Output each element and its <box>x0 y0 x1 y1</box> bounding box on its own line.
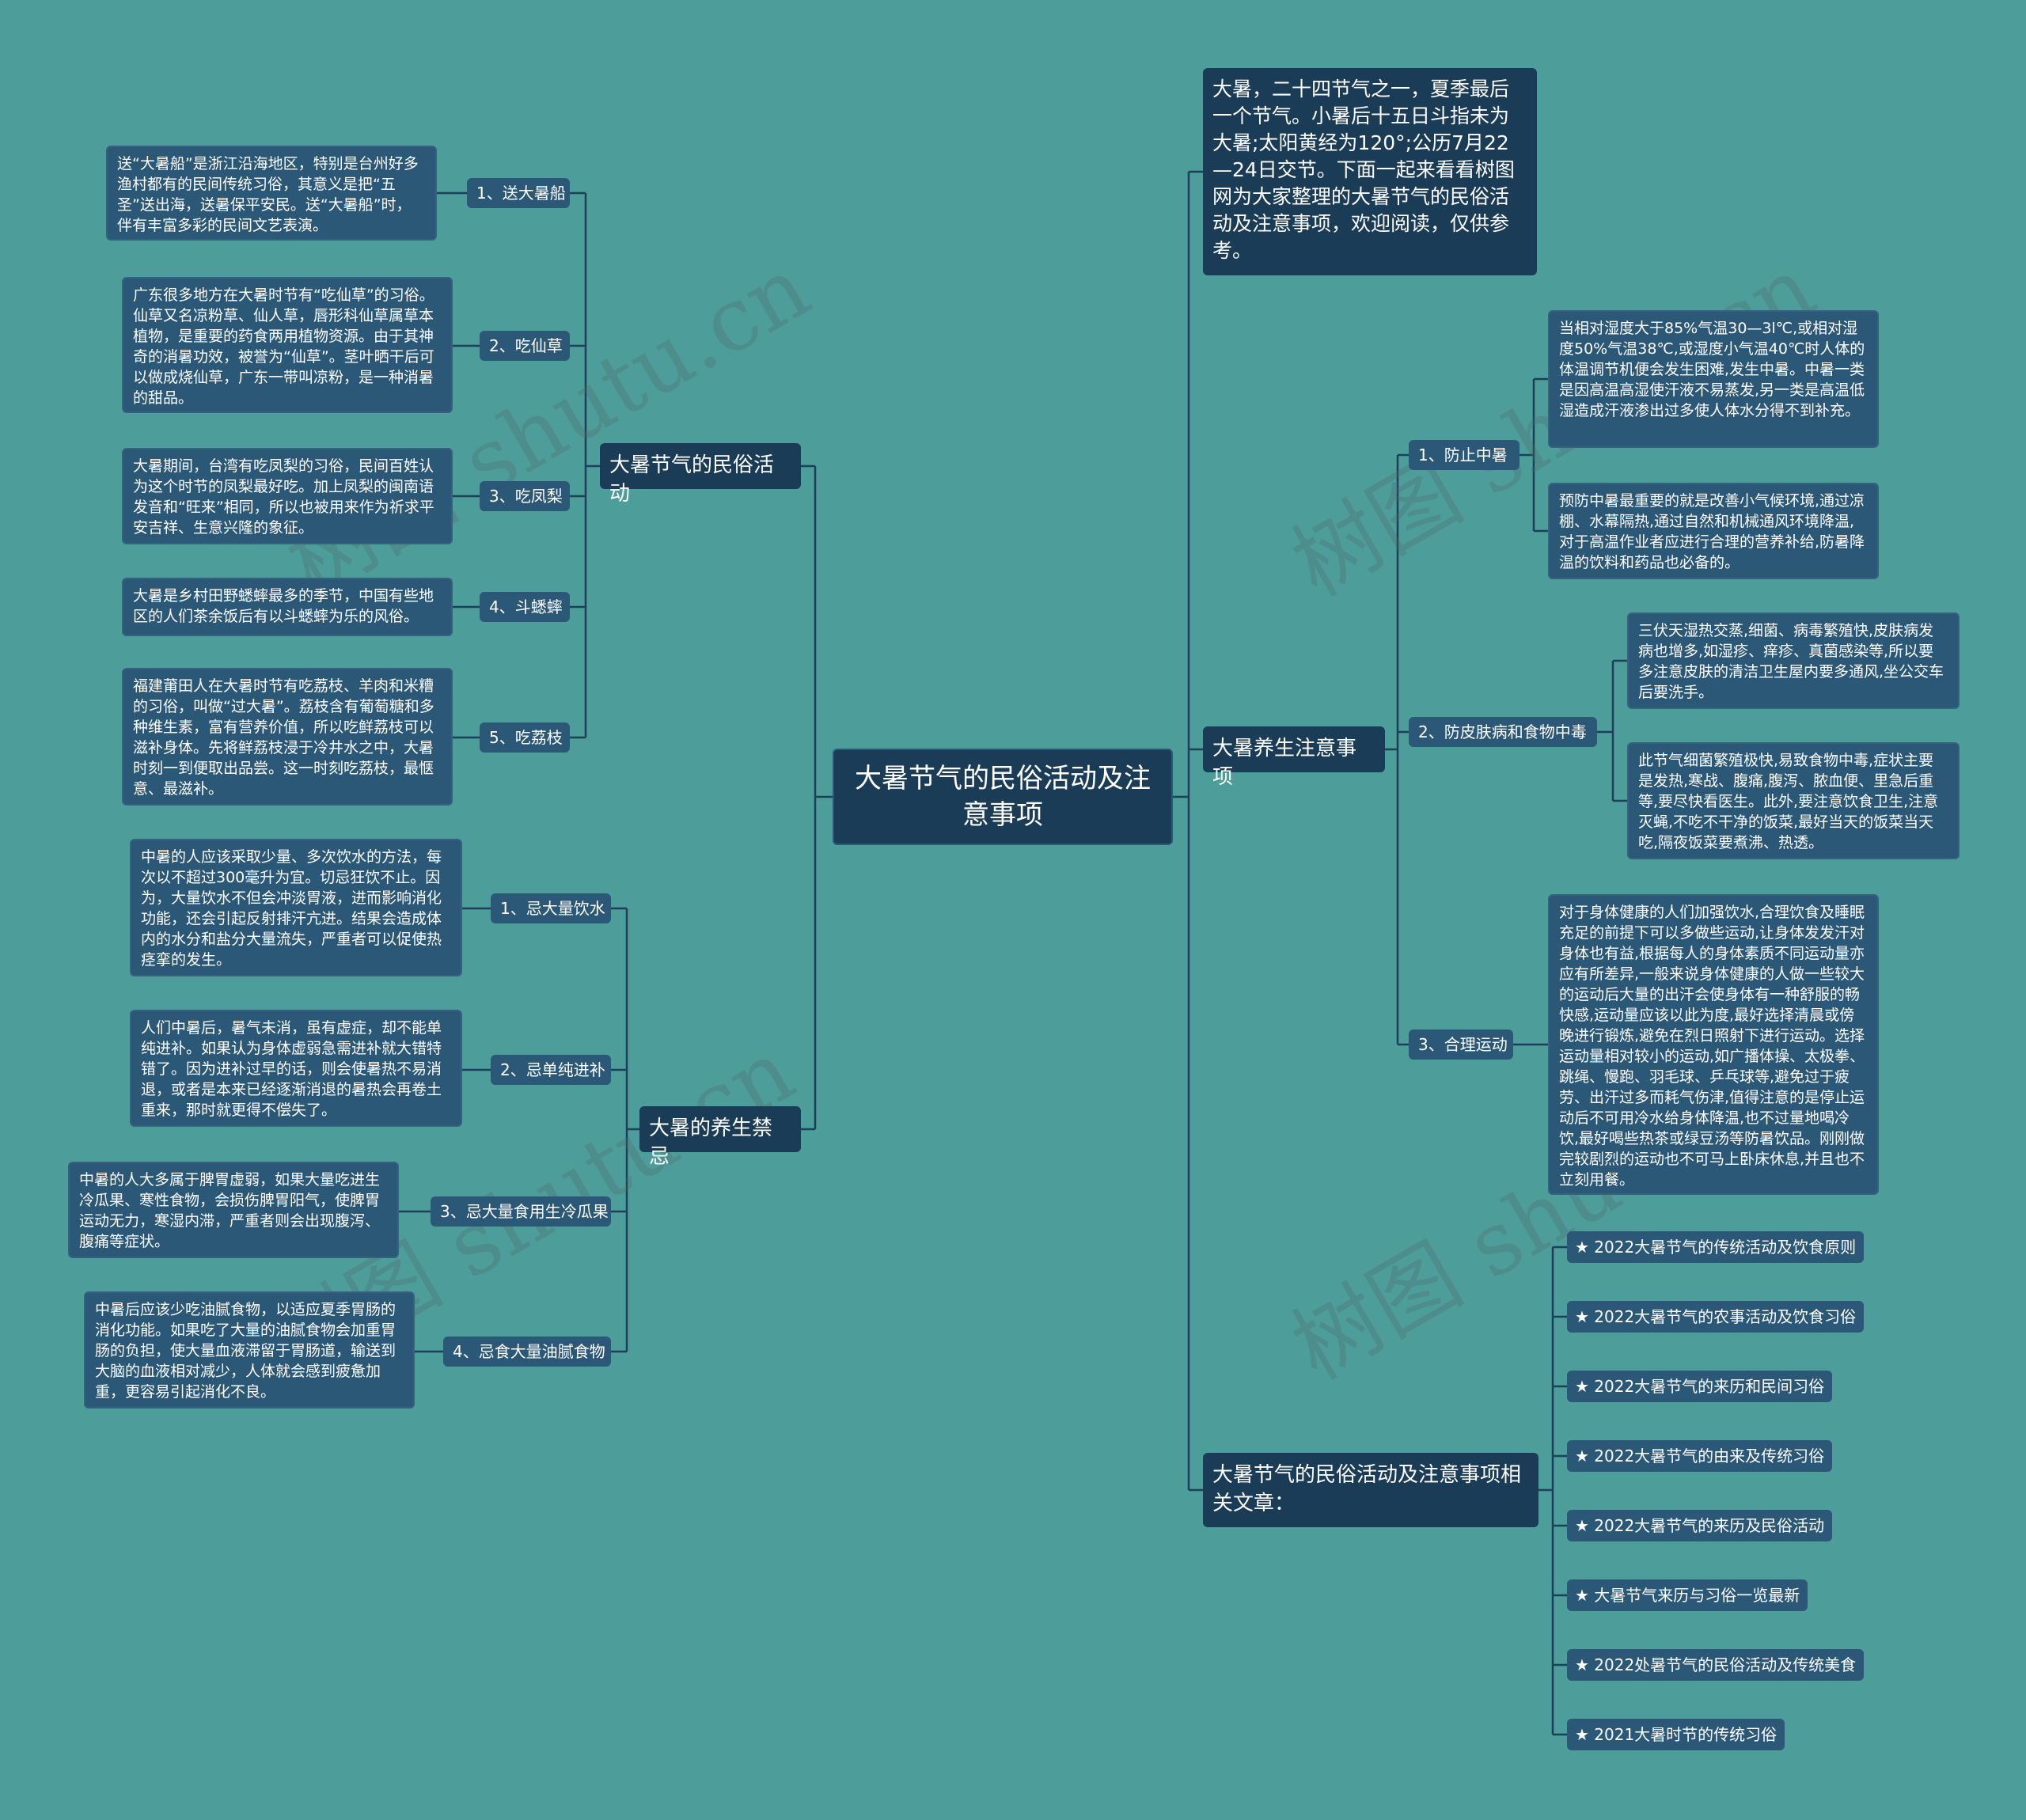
health-item-label[interactable]: 3、合理运动 <box>1409 1029 1513 1060</box>
custom-item-detail: 大暑是乡村田野蟋蟀最多的季节，中国有些地区的人们茶余饭后有以斗蟋蟀为乐的风俗。 <box>122 578 453 636</box>
custom-item-detail: 广东很多地方在大暑时节有“吃仙草”的习俗。仙草又名凉粉草、仙人草，唇形科仙草属草… <box>122 277 453 413</box>
health-item-label[interactable]: 2、防皮肤病和食物中毒 <box>1409 717 1597 747</box>
related-article-link[interactable]: ★ 2022大暑节气的传统活动及饮食原则 <box>1567 1231 1865 1263</box>
custom-item-label[interactable]: 2、吃仙草 <box>480 331 570 361</box>
taboo-item-detail: 中暑后应该少吃油腻食物，以适应夏季胃肠的消化功能。如果吃了大量的油腻食物会加重胃… <box>84 1291 415 1409</box>
branch-customs[interactable]: 大暑节气的民俗活动 <box>600 443 801 506</box>
custom-item-detail: 送“大暑船”是浙江沿海地区，特别是台州好多渔村都有的民间传统习俗，其意义是把“五… <box>106 146 437 241</box>
root-node[interactable]: 大暑节气的民俗活动及注意事项 <box>833 749 1173 845</box>
branch-related-articles[interactable]: 大暑节气的民俗活动及注意事项相关文章： <box>1203 1453 1538 1527</box>
health-item-detail: 当相对湿度大于85%气温30—3l℃,或相对湿度50%气温38℃,或湿度小气温4… <box>1548 310 1879 448</box>
health-item-detail: 预防中暑最重要的就是改善小气候环境,通过凉棚、水幕隔热,通过自然和机械通风环境降… <box>1548 483 1879 579</box>
taboo-item-detail: 中暑的人大多属于脾胃虚弱，如果大量吃进生冷瓜果、寒性食物，会损伤脾胃阳气，使脾胃… <box>68 1162 399 1258</box>
related-article-link[interactable]: ★ 2022处暑节气的民俗活动及传统美食 <box>1567 1649 1865 1681</box>
related-article-link[interactable]: ★ 2022大暑节气的来历和民间习俗 <box>1567 1371 1833 1402</box>
health-item-detail: 此节气细菌繁殖极快,易致食物中毒,症状主要是发热,寒战、腹痛,腹泻、脓血便、里急… <box>1627 742 1960 859</box>
health-item-label[interactable]: 1、防止中暑 <box>1409 440 1520 470</box>
health-item-detail: 三伏天湿热交蒸,细菌、病毒繁殖快,皮肤病发病也增多,如湿疹、痒疹、真菌感染等,所… <box>1627 612 1960 709</box>
related-article-link[interactable]: ★ 2021大暑时节的传统习俗 <box>1567 1719 1785 1750</box>
taboo-item-label[interactable]: 2、忌单纯进补 <box>491 1055 611 1085</box>
related-article-link[interactable]: ★ 2022大暑节气的来历及民俗活动 <box>1567 1510 1833 1541</box>
taboo-item-detail: 中暑的人应该采取少量、多次饮水的方法，每次以不超过300毫升为宜。切忌狂饮不止。… <box>130 839 462 976</box>
health-item-detail: 对于身体健康的人们加强饮水,合理饮食及睡眠充足的前提下可以多做些运动,让身体发发… <box>1548 894 1879 1195</box>
custom-item-label[interactable]: 4、斗蟋蟀 <box>480 592 570 622</box>
custom-item-label[interactable]: 3、吃凤梨 <box>480 481 570 511</box>
taboo-item-label[interactable]: 3、忌大量食用生冷瓜果 <box>431 1196 611 1227</box>
taboo-item-label[interactable]: 4、忌食大量油腻食物 <box>443 1337 611 1367</box>
branch-taboos[interactable]: 大暑的养生禁忌 <box>639 1106 801 1169</box>
taboo-item-detail: 人们中暑后，暑气未消，虽有虚症，却不能单纯进补。如果认为身体虚弱急需进补就大错特… <box>130 1010 462 1127</box>
custom-item-detail: 福建莆田人在大暑时节有吃荔枝、羊肉和米糟的习俗，叫做“过大暑”。荔枝含有葡萄糖和… <box>122 668 453 806</box>
custom-item-label[interactable]: 5、吃荔枝 <box>480 722 570 753</box>
related-article-link[interactable]: ★ 2022大暑节气的由来及传统习俗 <box>1567 1440 1833 1472</box>
taboo-item-label[interactable]: 1、忌大量饮水 <box>491 893 611 923</box>
custom-item-detail: 大暑期间，台湾有吃凤梨的习俗，民间百姓认为这个时节的凤梨最好吃。加上凤梨的闽南语… <box>122 448 453 544</box>
intro-node[interactable]: 大暑，二十四节气之一，夏季最后一个节气。小暑后十五日斗指未为大暑;太阳黄经为12… <box>1203 68 1537 275</box>
branch-health[interactable]: 大暑养生注意事项 <box>1203 726 1385 789</box>
related-article-link[interactable]: ★ 2022大暑节气的农事活动及饮食习俗 <box>1567 1301 1865 1333</box>
custom-item-label[interactable]: 1、送大暑船 <box>467 178 570 208</box>
related-article-link[interactable]: ★ 大暑节气来历与习俗一览最新 <box>1567 1579 1808 1611</box>
